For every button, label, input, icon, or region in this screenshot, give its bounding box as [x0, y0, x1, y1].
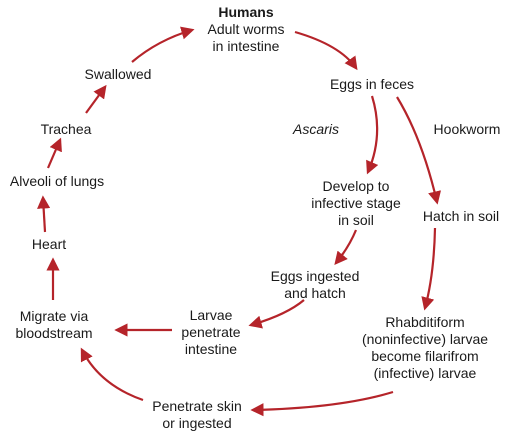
node-eggs-in-feces: Eggs in feces	[329, 76, 415, 92]
node-penetrate-skin: Penetrate skin or ingested	[152, 398, 242, 431]
arrow-penetrate-to-migrate	[80, 347, 144, 402]
arrow-adult-to-eggs	[294, 30, 358, 71]
arrow-swallowed-to-adult	[131, 26, 195, 63]
branch-label-hookworm: Hookworm	[433, 121, 501, 137]
node-alveoli-of-lungs: Alveoli of lungs	[9, 173, 105, 189]
arrow-develop-to-eggs-ingested	[334, 229, 358, 266]
node-hatch-in-soil: Hatch in soil	[422, 208, 500, 224]
node-swallowed: Swallowed	[84, 66, 152, 82]
arrow-hatch-to-rhabditiform	[421, 227, 437, 311]
branch-label-ascaris: Ascaris	[293, 121, 339, 137]
node-rhabditiform-larvae: Rhabditiform (noninfective) larvae becom…	[361, 314, 489, 381]
node-adult-worms: Adult worms in intestine	[207, 21, 285, 54]
arrow-heart-to-alveoli	[37, 195, 51, 233]
node-trachea: Trachea	[40, 121, 92, 137]
node-eggs-ingested: Eggs ingested and hatch	[270, 268, 360, 301]
arrow-eggs-ingested-to-larvae	[248, 299, 305, 329]
arrow-trachea-to-swallowed	[85, 84, 107, 114]
node-migrate-bloodstream: Migrate via bloodstream	[15, 308, 93, 341]
arrow-rhabditiform-to-penetrate	[250, 390, 394, 417]
arrow-eggs-to-hatch	[396, 96, 442, 205]
node-heart: Heart	[31, 236, 67, 252]
arrow-eggs-to-develop	[366, 95, 379, 175]
node-larvae-penetrate: Larvae penetrate intestine	[181, 307, 241, 357]
node-develop-infective: Develop to infective stage in soil	[311, 178, 401, 228]
arrow-alveoli-to-trachea	[46, 137, 62, 169]
humans-title: Humans	[218, 4, 274, 20]
